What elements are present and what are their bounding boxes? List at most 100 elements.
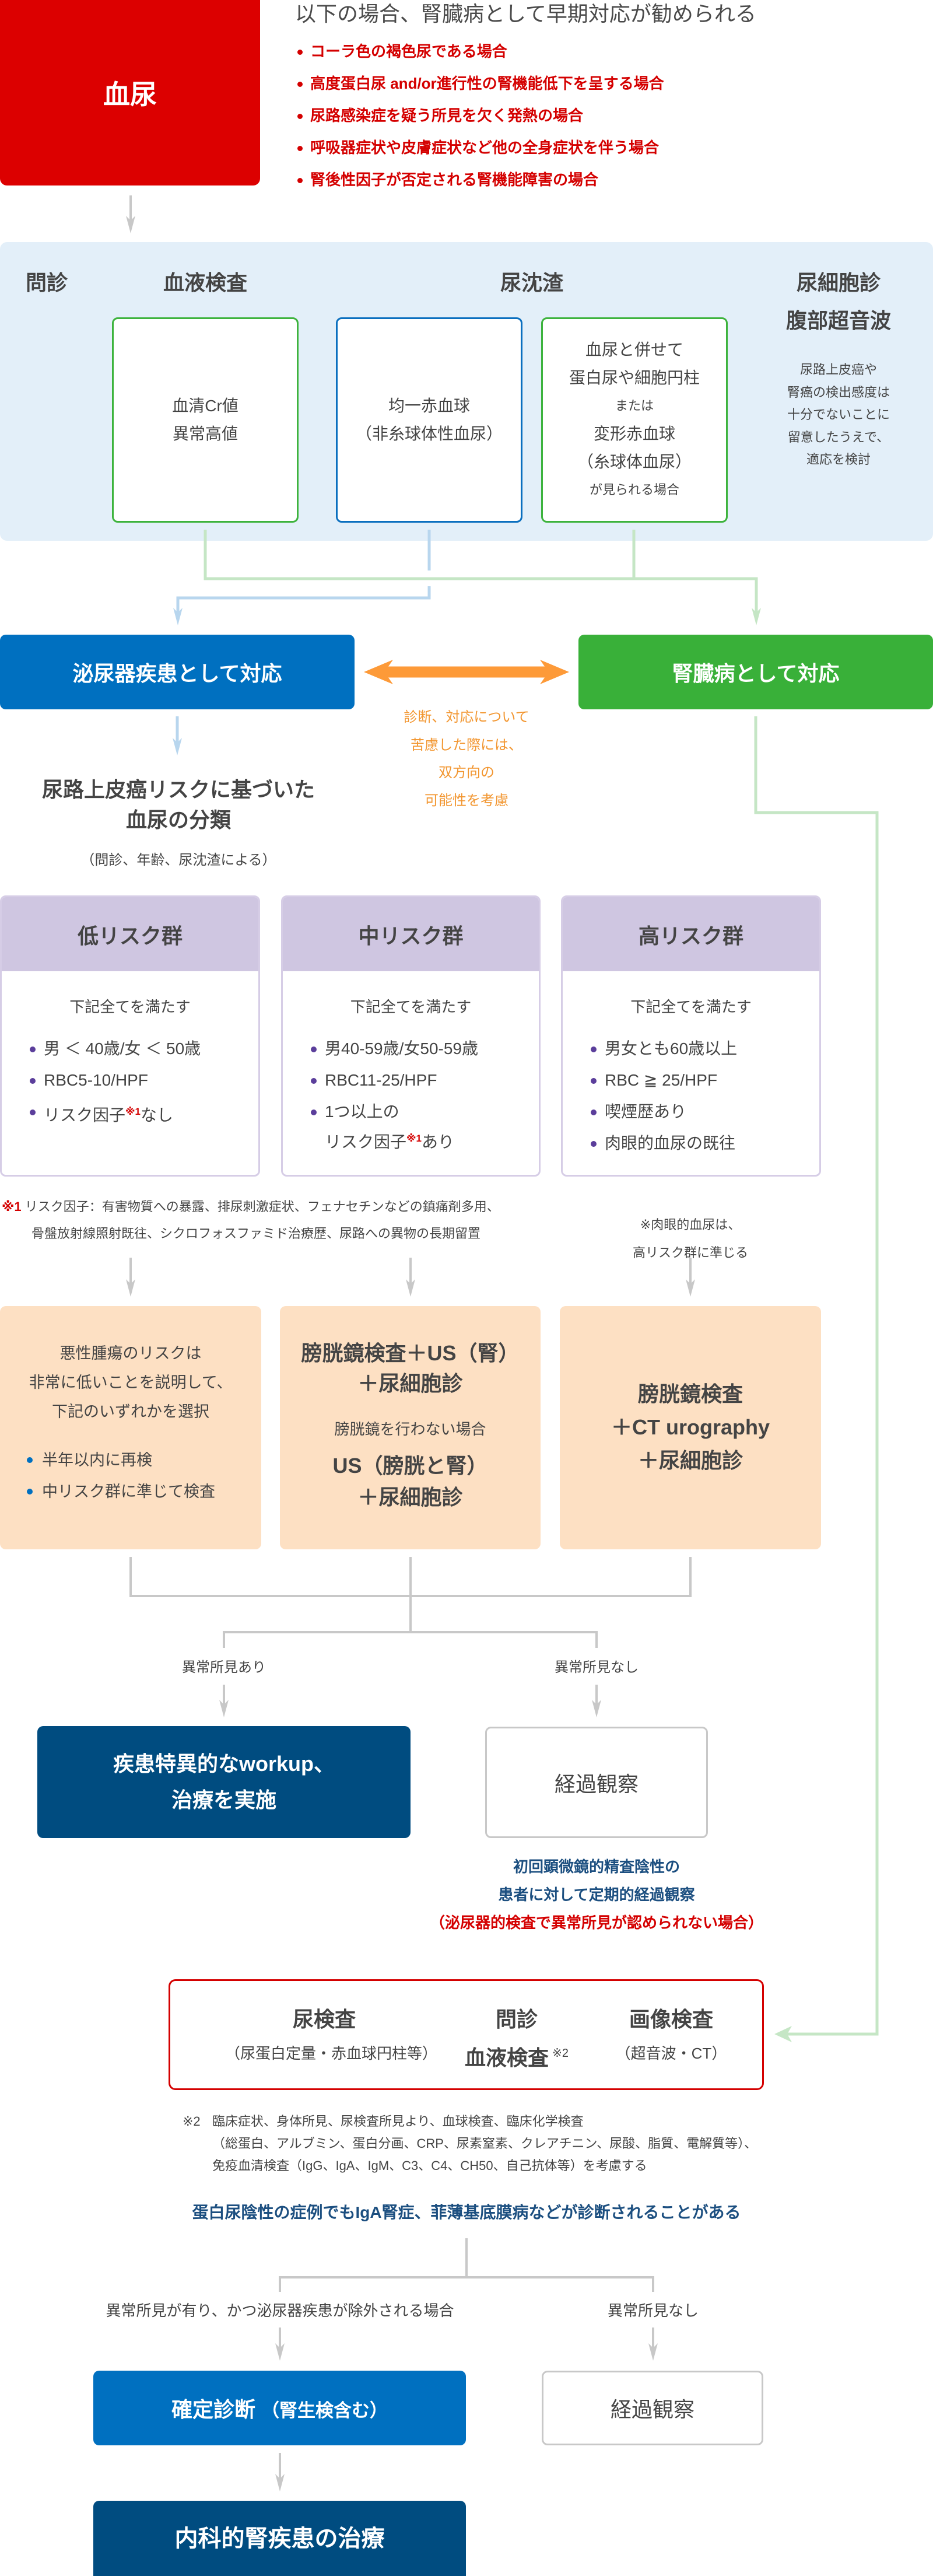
risk-criteria-list: 男 ＜ 40歳/女 ＜ 50歳 RBC5-10/HPF リスク因子※1なし [2, 1035, 258, 1133]
footnote-line: （総蛋白、アルブミン、蛋白分画、CRP、尿素窒素、クレアチニン、尿酸、脂質、電解… [212, 2136, 757, 2151]
footnote-risk-factors: ※1 リスク因子：有害物質への暴露、排尿刺激症状、フェナセチンなどの鎮痛剤多用、… [2, 1194, 500, 1247]
header-blood-test: 血液検査 [163, 271, 247, 295]
negative-findings-label: 異常所見なし [607, 2302, 699, 2319]
management-alternative-line: ＋尿細胞診 [357, 1485, 463, 1509]
footnote-ref: ※1 [406, 1133, 422, 1144]
urine-test-detail: （尿蛋白定量・赤血球円柱等） [225, 2045, 438, 2062]
dysmorphic-box-line: 血尿と併せて [585, 341, 683, 359]
criteria-item: 呼吸器症状や皮膚症状など他の全身症状を伴う場合 [295, 132, 664, 164]
footnote-line: リスク因子：有害物質への暴露、排尿刺激症状、フェナセチンなどの鎮痛剤多用、 [24, 1199, 500, 1214]
high-risk-note: ※肉眼的血尿は、 高リスク群に準じる [574, 1211, 807, 1267]
cytology-note-line: 腎癌の検出感度は [787, 384, 890, 400]
footnote-marker: ※2 [183, 2114, 201, 2129]
interview-title: 問診 [495, 2007, 538, 2031]
footnote-line: 免疫血清検査（IgG、IgA、IgM、C3、C4、CH50、自己抗体等）を考慮す… [212, 2158, 647, 2173]
management-high-line: ＋尿細胞診 [637, 1448, 743, 1472]
management-high-line: ＋CT urography [611, 1415, 770, 1439]
early-referral-criteria: コーラ色の褐色尿である場合 高度蛋白尿 and/or進行性の腎機能低下を呈する場… [295, 36, 664, 196]
imaging-title: 画像検査 [629, 2007, 713, 2031]
dysmorphic-box-line: が見られる場合 [589, 482, 679, 497]
followup-condition: （泌尿器的検査で異常所見が認められない場合） [429, 1914, 763, 1931]
high-risk-management-box: 膀胱鏡検査 ＋CT urography ＋尿細胞診 [560, 1306, 821, 1549]
isomorphic-rbc-box: 均一赤血球 （非糸球体性血尿） [336, 317, 522, 523]
nephrology-route-label: 腎臓病として対応 [672, 662, 840, 685]
followup-note: 初回顕微鏡的精査陰性の 患者に対して定期的経過観察 （泌尿器的検査で異常所見が認… [392, 1853, 801, 1937]
classification-title: 尿路上皮癌リスクに基づいた 血尿の分類 [3, 775, 353, 835]
interview-blood-column: 問診 血液検査※2 [418, 2005, 616, 2073]
treatment-label: 内科的腎疾患の治療 [174, 2525, 385, 2552]
followup-note-line: 患者に対して定期的経過観察 [498, 1886, 695, 1903]
urology-route-label: 泌尿器疾患として対応 [72, 662, 282, 685]
risk-card-header: 低リスク群 [2, 897, 258, 971]
footnote-blood-tests: ※2 臨床症状、身体所見、尿検査所見より、血球検査、臨床化学検査 （総蛋白、アル… [183, 2110, 757, 2177]
blood-box-line: 血清Cr値 [172, 397, 238, 415]
abnormal-findings-label: 異常所見あり [182, 1660, 266, 1675]
management-primary-line: ＋尿細胞診 [357, 1371, 463, 1395]
observation-box-urology: 経過観察 [485, 1727, 708, 1838]
bidirectional-note-line: 双方向の [439, 765, 494, 780]
cytology-note-line: 尿路上皮癌や [799, 362, 877, 377]
header-urine-sediment: 尿沈渣 [500, 271, 563, 295]
mid-risk-card: 中リスク群 下記全てを満たす 男40-59歳/女50-59歳 RBC11-25/… [281, 895, 541, 1177]
bidirectional-note: 診断、対応について 苦慮した際には、 双方向の 可能性を考慮 [379, 704, 554, 814]
risk-criterion: RBC5-10/HPF [2, 1067, 258, 1094]
classification-title-line: 血尿の分類 [125, 808, 231, 832]
observation-box-nephrology: 経過観察 [542, 2371, 763, 2445]
observation-label: 経過観察 [554, 1772, 639, 1796]
risk-condition: 下記全てを満たす [630, 998, 752, 1016]
classification-title-line: 尿路上皮癌リスクに基づいた [41, 778, 315, 802]
bidirectional-arrow-icon [364, 660, 569, 684]
risk-criterion: リスク因子※1なし [2, 1098, 258, 1129]
management-options: 半年以内に再検 中リスク群に準じて検査 [0, 1444, 261, 1507]
no-abnormal-findings-label: 異常所見なし [555, 1660, 639, 1675]
imaging-column: 画像検査 （超音波・CT） [572, 2005, 770, 2068]
management-primary-line: 膀胱鏡検査＋US（腎） [301, 1341, 520, 1365]
dysmorphic-rbc-box: 血尿と併せて 蛋白尿や細胞円柱 または 変形赤血球 （糸球体血尿） が見られる場… [541, 317, 728, 523]
urine-test-title: 尿検査 [292, 2007, 356, 2031]
criterion-text: リスク因子 [325, 1133, 407, 1151]
bidirectional-note-line: 診断、対応について [404, 709, 529, 725]
risk-criterion: 肉眼的血尿の既往 [563, 1130, 819, 1157]
management-intro-line: 悪性腫瘍のリスクは [59, 1345, 202, 1362]
dysmorphic-box-line: 変形赤血球 [593, 425, 675, 443]
cytology-note-line: 留意したうえで、 [787, 429, 890, 444]
header-abdominal-ultrasound: 腹部超音波 [785, 309, 891, 332]
management-intro-line: 下記のいずれかを選択 [52, 1403, 209, 1420]
criteria-item: 尿路感染症を疑う所見を欠く発熱の場合 [295, 100, 664, 132]
nephrology-route-box: 腎臓病として対応 [578, 635, 933, 709]
dysmorphic-box-line: （糸球体血尿） [577, 453, 692, 471]
management-intro-line: 非常に低いことを説明して、 [29, 1374, 233, 1391]
risk-condition: 下記全てを満たす [350, 998, 472, 1016]
low-risk-management-box: 悪性腫瘍のリスクは 非常に低いことを説明して、 下記のいずれかを選択 半年以内に… [0, 1306, 261, 1549]
risk-card-header: 高リスク群 [563, 897, 819, 971]
diagnosis-detail: （腎生検含む） [261, 2400, 388, 2421]
high-risk-note-line: ※肉眼的血尿は、 [640, 1217, 741, 1232]
low-risk-card: 低リスク群 下記全てを満たす 男 ＜ 40歳/女 ＜ 50歳 RBC5-10/H… [0, 895, 260, 1177]
management-alt-condition: 膀胱鏡を行わない場合 [334, 1420, 486, 1438]
bidirectional-note-line: 可能性を考慮 [425, 792, 508, 808]
cytology-note-line: 十分でないことに [787, 407, 890, 422]
criterion-text: リスク因子 [44, 1106, 126, 1124]
management-high-line: 膀胱鏡検査 [637, 1382, 743, 1406]
footnote-marker: ※1 [2, 1199, 22, 1214]
risk-criterion: RBC11-25/HPF [283, 1067, 539, 1094]
criteria-item: コーラ色の褐色尿である場合 [295, 36, 664, 68]
bidirectional-note-line: 苦慮した際には、 [411, 737, 522, 753]
risk-criterion: 喫煙歴あり [563, 1098, 819, 1125]
footnote-line: 臨床症状、身体所見、尿検査所見より、血球検査、臨床化学検査 [212, 2114, 584, 2129]
imaging-detail: （超音波・CT） [615, 2045, 727, 2062]
criterion-text: あり [422, 1133, 455, 1151]
isomorphic-box-line: （非糸球体性血尿） [355, 425, 503, 443]
dysmorphic-box-or: または [615, 398, 654, 413]
cytology-note-line: 適応を検討 [806, 452, 871, 467]
medical-kidney-treatment-box: 内科的腎疾患の治療 [93, 2501, 466, 2576]
mid-risk-management-box: 膀胱鏡検査＋US（腎） ＋尿細胞診 膀胱鏡を行わない場合 US（膀胱と腎） ＋尿… [280, 1306, 541, 1549]
hematuria-label: 血尿 [103, 79, 157, 110]
hematuria-box: 血尿 [0, 0, 260, 186]
management-high-lines: 膀胱鏡検査 ＋CT urography ＋尿細胞診 [560, 1377, 821, 1477]
urine-test-column: 尿検査 （尿蛋白定量・赤血球円柱等） [225, 2005, 438, 2068]
management-option: 半年以内に再検 [0, 1444, 261, 1476]
positive-findings-label: 異常所見が有り、かつ泌尿器疾患が除外される場合 [106, 2302, 454, 2319]
blood-test-title: 血液検査 [465, 2046, 549, 2070]
